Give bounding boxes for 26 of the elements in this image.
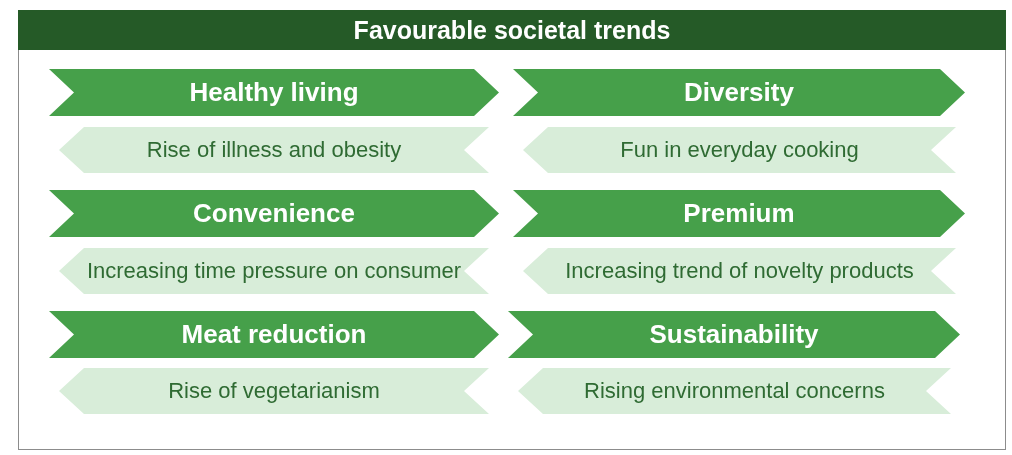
driver-banner	[523, 248, 956, 294]
trend-driver-text: Increasing trend of novelty products	[565, 258, 914, 284]
trend-heading: Diversity	[684, 77, 794, 108]
trend-driver-text: Increasing time pressure on consumer	[86, 258, 462, 284]
trend-banner	[49, 190, 499, 237]
driver-banner	[518, 368, 951, 414]
trend-banner	[49, 311, 499, 358]
trend-heading: Healthy living	[189, 77, 359, 108]
driver-banner	[523, 127, 956, 173]
trend-heading: Premium	[683, 198, 795, 229]
driver-banner	[59, 248, 489, 294]
trend-banner	[513, 69, 965, 116]
trend-driver-text: Rising environmental concerns	[584, 378, 885, 404]
trend-driver-text: Fun in everyday cooking	[620, 137, 859, 163]
driver-banner	[59, 368, 489, 414]
trend-banner	[513, 190, 965, 237]
trend-banner	[49, 69, 499, 116]
trend-heading: Convenience	[193, 198, 355, 229]
trend-driver-text: Rise of vegetarianism	[168, 378, 380, 404]
trend-driver-text: Rise of illness and obesity	[146, 137, 402, 163]
trend-heading: Meat reduction	[181, 319, 367, 350]
panel-frame	[18, 10, 1006, 450]
panel-title: Favourable societal trends	[353, 15, 671, 45]
trend-heading: Sustainability	[649, 319, 819, 350]
trend-banner	[508, 311, 960, 358]
driver-banner	[59, 127, 489, 173]
